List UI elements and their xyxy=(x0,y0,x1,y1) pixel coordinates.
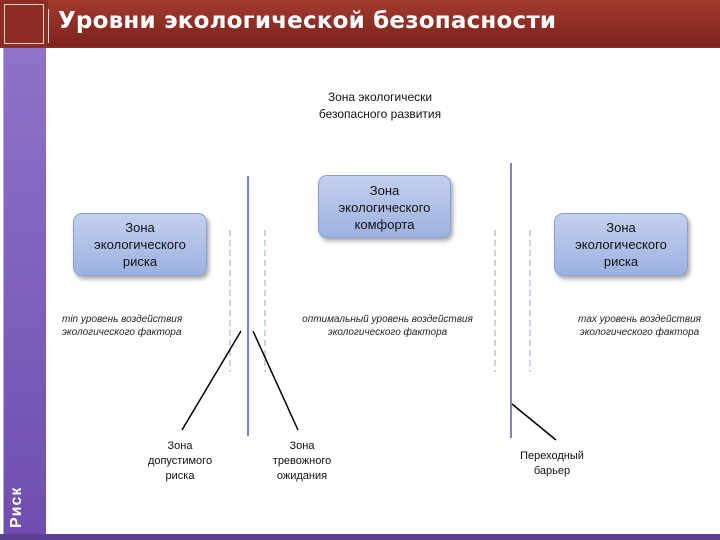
header-background xyxy=(48,0,720,46)
factor-level-max: max уровень воздействия экологического ф… xyxy=(578,314,701,338)
slide-title: Уровни экологической безопасности xyxy=(58,8,557,34)
side-bar xyxy=(3,48,46,536)
zone-risk-right: Зона экологического риска xyxy=(554,213,688,276)
zone-comfort: Зона экологического комфорта xyxy=(318,175,451,238)
pointer-anxious xyxy=(252,330,299,431)
pointer-admissible xyxy=(181,330,242,431)
safe-development-zone-label: Зона экологически безопасного развития xyxy=(318,90,442,121)
pointer-barrier xyxy=(511,403,557,441)
bottom-strip xyxy=(0,534,720,540)
corner-decoration xyxy=(4,4,49,44)
callout-admissible-risk: Зона допустимого риска xyxy=(147,440,213,482)
callout-transitional-barrier: Переходный барьер xyxy=(520,450,584,477)
factor-level-optimal: оптимальный уровень воздействия экологич… xyxy=(302,314,473,338)
factor-level-min: min уровень воздействия экологического ф… xyxy=(62,314,183,338)
callout-anxious-expectation: Зона тревожного ожидания xyxy=(272,440,332,482)
zone-risk-left: Зона экологического риска xyxy=(73,213,207,276)
